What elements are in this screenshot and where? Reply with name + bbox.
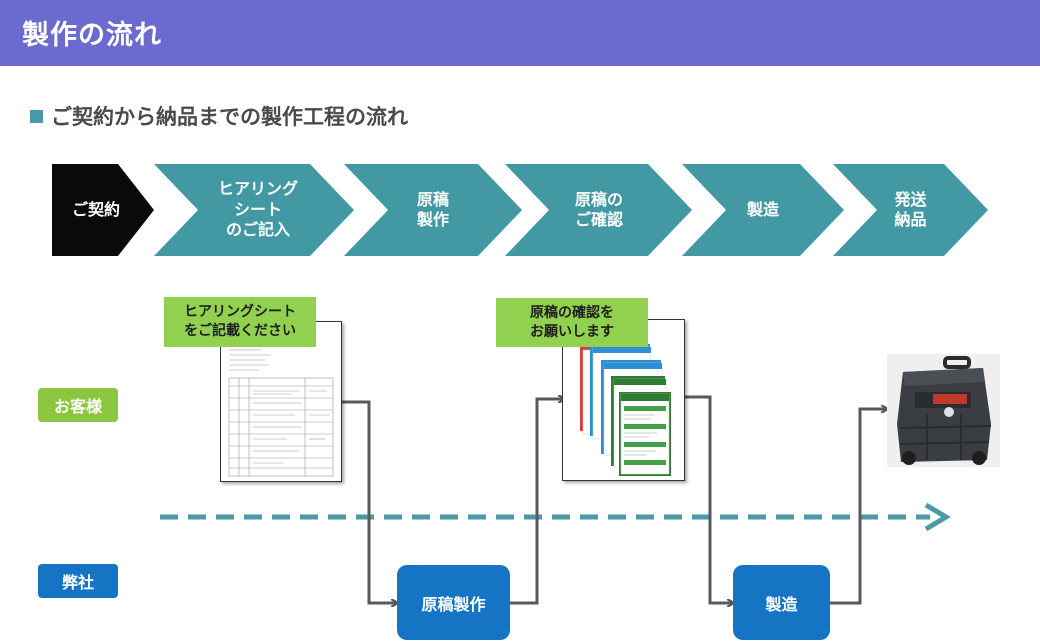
note-confirm-line: 原稿の確認を: [530, 304, 614, 321]
step-hearing-line: のご記入: [225, 220, 290, 240]
section-heading: ご契約から納品までの製作工程の流れ: [30, 101, 408, 131]
step-check: 原稿の ご確認: [549, 164, 649, 256]
header-bar: 製作の流れ: [0, 0, 1040, 66]
step-chevron-check: [505, 164, 692, 256]
step-manufacture-line: 製造: [746, 199, 779, 219]
note-hearing-line: ヒアリングシート: [184, 304, 296, 321]
step-draft: 原稿 製作: [388, 164, 478, 256]
process-manufacture: 製造: [733, 565, 830, 640]
note-confirm: 原稿の確認を お願いします: [496, 298, 648, 347]
timeline-arrowhead: [924, 502, 951, 532]
page-title: 製作の流れ: [22, 20, 162, 51]
draft-stack-graphic: [580, 344, 671, 476]
note-hearing-line: をご記載ください: [184, 323, 296, 339]
connector-draft-to-check: [510, 399, 564, 605]
hearing-sheet-image: [220, 321, 342, 482]
connector-sheet-to-draft: [342, 400, 397, 603]
step-contract-line: ご契約: [71, 199, 120, 219]
step-check-line: 原稿の: [574, 189, 623, 209]
note-confirm-line: お願いします: [530, 323, 614, 340]
sheet-content-graphic: [228, 349, 334, 477]
step-chevron-delivery: [833, 164, 988, 256]
step-hearing-line: シート: [233, 199, 282, 219]
step-manufacture: 製造: [726, 164, 800, 256]
step-draft-line: 製作: [416, 210, 449, 229]
connector-check-to-manufacture: [684, 395, 733, 603]
step-delivery: 発送 納品: [877, 164, 944, 256]
process-draft-production: 原稿製作: [397, 565, 510, 640]
step-hearing-line: ヒアリング: [217, 179, 298, 199]
note-hearing: ヒアリングシート をご記載ください: [164, 297, 316, 347]
section-heading-text: ご契約から納品までの製作工程の流れ: [51, 105, 408, 129]
bullet-square-icon: [30, 109, 43, 123]
connector-manufacture-to-delivery: [830, 409, 887, 605]
step-delivery-line: 納品: [894, 210, 927, 229]
step-chevron-draft: [344, 164, 522, 256]
step-check-line: ご確認: [574, 210, 623, 229]
step-chevron-hearing: [154, 164, 354, 256]
step-chevron-contract: [52, 164, 154, 256]
step-contract: ご契約: [52, 164, 140, 256]
product-case-graphic: [897, 356, 992, 465]
lane-label-company: 弊社: [38, 564, 118, 598]
lane-label-customer: お客様: [38, 388, 118, 422]
step-chevron-manufacture: [682, 164, 844, 256]
step-hearing: ヒアリング シート のご記入: [198, 164, 318, 256]
product-photo: [887, 354, 1000, 467]
step-draft-line: 原稿: [416, 189, 449, 209]
step-delivery-line: 発送: [894, 189, 927, 209]
